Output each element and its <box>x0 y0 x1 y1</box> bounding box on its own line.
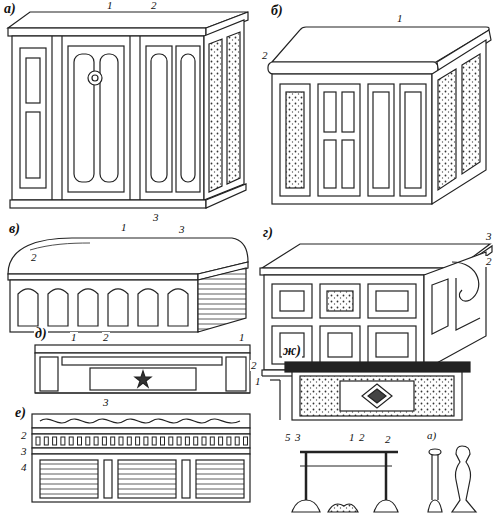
callout-number: 1 <box>238 332 246 343</box>
callout-number: 3 <box>102 397 110 408</box>
frieze-d <box>35 345 250 393</box>
frieze-e <box>32 414 250 502</box>
figure-letter: е) <box>14 406 27 420</box>
callout-number: а) <box>426 430 437 441</box>
callout-number: 2 <box>30 252 38 263</box>
figure-letter: а) <box>3 2 17 16</box>
callout-number: 2 <box>20 430 28 441</box>
callout-number: 3 <box>20 446 28 457</box>
callout-number: 2 <box>261 50 269 61</box>
callout-number: 3 <box>178 224 186 235</box>
callout-number: 2 <box>250 360 258 371</box>
figure-letter: в) <box>8 222 21 236</box>
cabinet-c <box>8 238 248 332</box>
callout-number: 2 <box>102 332 110 343</box>
callout-number: 2 <box>384 434 392 445</box>
figure-letter: б) <box>270 4 284 18</box>
figure-letter: д) <box>34 327 48 341</box>
figure-letter: ж) <box>282 344 302 358</box>
callout-number: 5 <box>284 432 292 443</box>
cabinet-a <box>8 12 248 208</box>
callout-number: 2 <box>150 0 158 11</box>
cabinet-d <box>260 244 492 376</box>
callout-number: 2 <box>485 256 493 267</box>
callout-number: 3 <box>294 432 302 443</box>
callout-number: 3 <box>152 212 160 223</box>
callout-number: 1 <box>396 13 404 24</box>
callout-number: 3 <box>485 231 493 242</box>
callout-number: 4 <box>20 462 28 473</box>
cabinet-b <box>268 27 491 204</box>
callout-number: 1 <box>348 432 356 443</box>
callout-number: 1 <box>70 332 78 343</box>
callout-number: 1 <box>120 222 128 233</box>
callout-number: 1 <box>106 0 114 11</box>
callout-number: 1 <box>254 376 262 387</box>
panel-zh <box>270 362 476 512</box>
figure-letter: г) <box>262 226 274 240</box>
callout-number: 2 <box>358 432 366 443</box>
